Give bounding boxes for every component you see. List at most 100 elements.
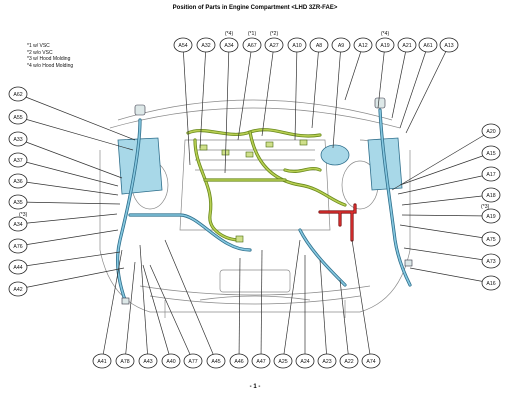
callout-left: A62 (8, 86, 136, 141)
leader-line (17, 201, 121, 205)
leader-line (282, 239, 301, 362)
leader-line (237, 44, 253, 141)
callout-top: A9 (331, 37, 351, 149)
callout-bubble (375, 37, 395, 53)
callout-left: A55 (8, 109, 134, 151)
callout-label: A73 (486, 259, 495, 265)
callout-label: A37 (13, 158, 22, 164)
legend-note: *4 w/o Hood Molding (27, 62, 74, 69)
leader-line (149, 264, 194, 362)
callout-bubble (92, 353, 112, 369)
callout-left: A37 (8, 152, 119, 187)
callout-bottom: A41 (92, 249, 123, 369)
callout-label: A9 (338, 43, 344, 49)
callout-right: A17 (397, 166, 501, 195)
callout-bottom: A25 (273, 239, 301, 369)
callout-label: A62 (13, 92, 22, 98)
callout-label: A36 (13, 179, 22, 185)
callout-label: A19 (486, 214, 495, 220)
callout-label: A77 (188, 359, 197, 365)
callout-label: A23 (322, 359, 331, 365)
page-title: Position of Parts in Engine Compartment … (172, 5, 338, 11)
callout-bottom: A74 (351, 239, 381, 369)
callout-right: A75 (399, 224, 501, 247)
callout-right: A73 (403, 247, 501, 269)
callout-bubble (481, 123, 501, 139)
callout-bubble (173, 37, 193, 53)
callout-top: A12 (344, 37, 373, 101)
callout-bubble (397, 37, 417, 53)
callout-bubble (8, 86, 28, 102)
callout-left: A42 (8, 267, 125, 297)
callout-bubble (317, 353, 337, 369)
callout-bottom: A47 (251, 249, 271, 369)
leader-line (182, 44, 191, 166)
callout-bubble (481, 166, 501, 182)
callout-label: A22 (344, 359, 353, 365)
callout-bottom: A23 (317, 259, 337, 369)
callout-right: A16 (409, 267, 501, 291)
callout-top: A54 (173, 37, 193, 166)
leader-line (391, 44, 408, 119)
leader-line (311, 44, 320, 129)
center-module (320, 144, 350, 166)
callout-note: (*3) (481, 204, 490, 210)
callout-bubble (273, 353, 293, 369)
callout-bottom: A45 (164, 239, 226, 369)
callout-label: A74 (366, 359, 375, 365)
callout-label: A76 (13, 244, 22, 250)
callout-label: A55 (13, 115, 22, 121)
leader-line (399, 44, 429, 129)
callout-bottom: A43 (138, 244, 158, 369)
callout-label: A20 (486, 129, 495, 135)
callout-left: A34(*3) (8, 212, 118, 232)
callout-label: A15 (486, 151, 495, 157)
callout-bubble (8, 238, 28, 254)
callout-bubble (183, 353, 203, 369)
callout-bubble (242, 37, 262, 53)
leader-line (377, 44, 386, 109)
callout-bubble (353, 37, 373, 53)
callout-top: A13 (405, 37, 459, 134)
callout-label: A24 (300, 359, 309, 365)
legend-note: *2 w/o VSC (27, 49, 53, 56)
callout-left: A36 (8, 173, 119, 196)
callout-left: A35 (8, 194, 121, 210)
callout-label: A61 (423, 43, 432, 49)
callout-bottom: A24 (295, 255, 315, 369)
leader-line (17, 267, 125, 290)
callout-label: A42 (13, 287, 22, 293)
page-number: - 1 - (249, 384, 261, 390)
leader-line (17, 116, 134, 151)
leader-line (101, 249, 123, 362)
callout-label: A8 (316, 43, 322, 49)
callout-bubble (481, 231, 501, 247)
callout-top: A21 (391, 37, 417, 119)
leader-line (139, 244, 149, 362)
callout-label: A33 (13, 137, 22, 143)
callout-bubble (138, 353, 158, 369)
callout-label: A13 (444, 43, 453, 49)
callout-label: A16 (486, 281, 495, 287)
legend-note: *3 w/ Hood Molding (27, 56, 71, 62)
callout-bubble (8, 173, 28, 189)
callout-label: A54 (178, 43, 187, 49)
leader-line (17, 229, 119, 247)
callout-bottom: A40 (142, 264, 181, 369)
callout-label: A78 (120, 359, 129, 365)
callout-note: (*2) (270, 31, 279, 37)
leader-line (391, 130, 492, 191)
callout-bubble (264, 37, 284, 53)
leader-line (294, 44, 298, 141)
leader-line (344, 44, 364, 101)
leader-line (339, 279, 350, 362)
callout-bubble (8, 194, 28, 210)
callout-bubble (229, 353, 249, 369)
callout-bubble (206, 353, 226, 369)
callout-label: A10 (292, 43, 301, 49)
callout-label: A27 (269, 43, 278, 49)
callout-right: A15 (399, 145, 501, 186)
callout-bubble (418, 37, 438, 53)
leader-line (319, 259, 328, 362)
